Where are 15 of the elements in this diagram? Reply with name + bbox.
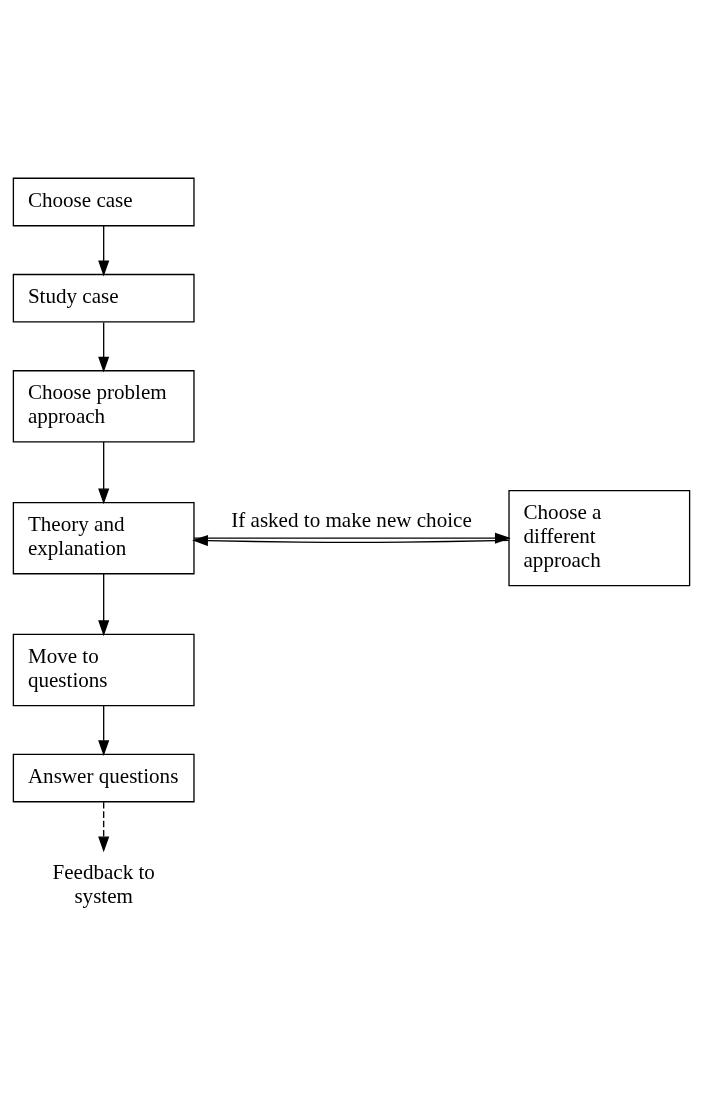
node-box: Choose a different approach — [508, 490, 691, 587]
node-box: Theory and explanation — [12, 501, 195, 575]
node-box: Choose problem approach — [12, 370, 195, 443]
arrow — [98, 573, 110, 637]
node-box: Choose case — [12, 177, 195, 227]
node-text: Feedback to system — [52, 860, 155, 909]
arrow — [98, 801, 110, 853]
edge-label: If asked to make new choice — [231, 508, 472, 533]
arrow — [98, 225, 110, 277]
node-box: Answer questions — [12, 753, 195, 803]
node-box: Study case — [12, 273, 195, 323]
arrow — [98, 705, 110, 757]
arrow — [98, 321, 110, 373]
arrow — [98, 441, 110, 505]
node-box: Move to questions — [12, 633, 195, 707]
